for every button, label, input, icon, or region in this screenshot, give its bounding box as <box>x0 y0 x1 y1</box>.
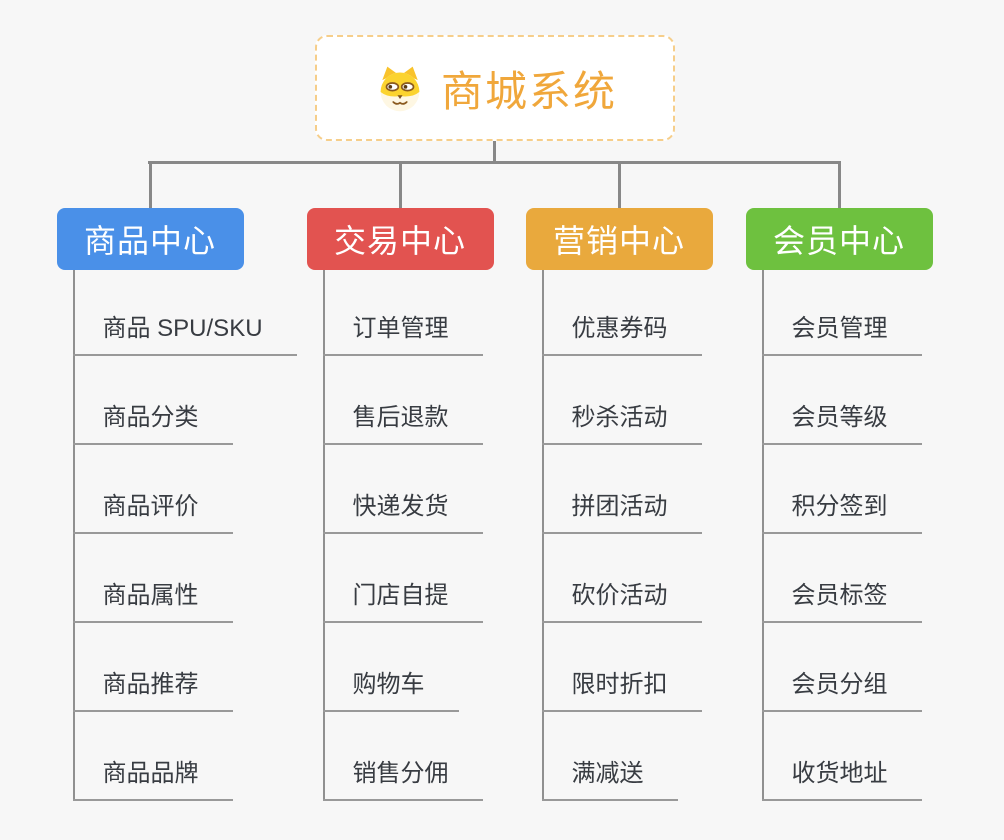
branch-column-trade-center: 交易中心订单管理售后退款快递发货门店自提购物车销售分佣 <box>306 208 567 840</box>
leaf-node[interactable]: 快递发货 <box>322 490 483 534</box>
leaf-node[interactable]: 门店自提 <box>322 579 483 623</box>
branch-column-member-center: 会员中心会员管理会员等级积分签到会员标签会员分组收货地址 <box>745 208 1004 840</box>
leaf-node[interactable]: 商品评价 <box>72 490 233 534</box>
branch-bus-line <box>148 161 841 164</box>
leaf-node[interactable]: 拼团活动 <box>541 490 702 534</box>
leaf-node[interactable]: 商品推荐 <box>72 668 233 712</box>
drop-line-marketing-center <box>617 161 621 208</box>
leaf-node[interactable]: 秒杀活动 <box>541 401 702 445</box>
leaf-node[interactable]: 会员分组 <box>761 668 922 712</box>
branch-spine-line <box>761 270 764 801</box>
leaf-node[interactable]: 商品属性 <box>72 579 233 623</box>
leaf-node[interactable]: 会员等级 <box>761 401 922 445</box>
branch-node-marketing-center[interactable]: 营销中心 <box>525 208 713 270</box>
leaf-node[interactable]: 会员标签 <box>761 579 922 623</box>
leaf-node[interactable]: 满减送 <box>541 757 678 801</box>
branch-node-trade-center[interactable]: 交易中心 <box>306 208 494 270</box>
leaf-node[interactable]: 购物车 <box>322 668 459 712</box>
leaf-node[interactable]: 商品品牌 <box>72 757 233 801</box>
leaf-node[interactable]: 优惠券码 <box>541 312 702 356</box>
drop-line-member-center <box>837 161 841 208</box>
branch-node-product-center[interactable]: 商品中心 <box>56 208 244 270</box>
leaf-node[interactable]: 商品 SPU/SKU <box>72 312 297 356</box>
root-node[interactable]: 商城系统 <box>315 35 675 141</box>
leaf-node[interactable]: 限时折扣 <box>541 668 702 712</box>
root-connector-line <box>493 139 496 163</box>
leaf-node[interactable]: 砍价活动 <box>541 579 702 623</box>
branch-column-product-center: 商品中心商品 SPU/SKU 商品分类商品评价商品属性商品推荐商品品牌 <box>56 208 317 840</box>
drop-line-product-center <box>148 161 152 208</box>
dog-face-icon <box>373 64 427 113</box>
branch-spine-line <box>541 270 544 801</box>
branch-spine-line <box>72 270 75 801</box>
leaf-node[interactable]: 销售分佣 <box>322 757 483 801</box>
leaf-node[interactable]: 收货地址 <box>761 757 922 801</box>
leaf-node[interactable]: 订单管理 <box>322 312 483 356</box>
branch-node-member-center[interactable]: 会员中心 <box>745 208 933 270</box>
branch-spine-line <box>322 270 325 801</box>
leaf-node[interactable]: 会员管理 <box>761 312 922 356</box>
drop-line-trade-center <box>398 161 402 208</box>
leaf-node[interactable]: 积分签到 <box>761 490 922 534</box>
root-title: 商城系统 <box>440 67 617 115</box>
leaf-node[interactable]: 商品分类 <box>72 401 233 445</box>
leaf-node[interactable]: 售后退款 <box>322 401 483 445</box>
branch-column-marketing-center: 营销中心优惠券码秒杀活动拼团活动砍价活动限时折扣满减送 <box>525 208 786 840</box>
